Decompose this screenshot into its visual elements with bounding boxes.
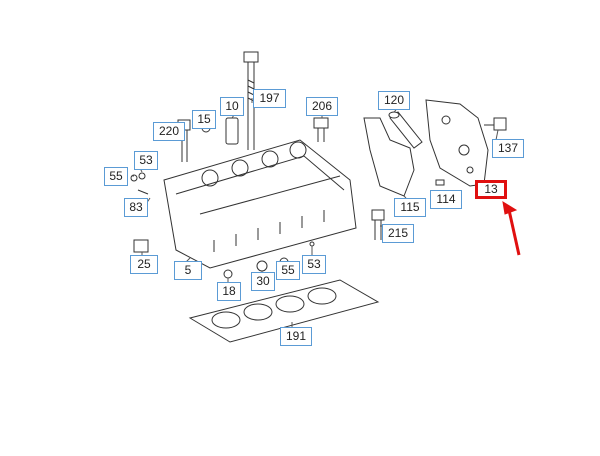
head-gasket-drawing <box>188 279 380 343</box>
callout-55-bottom[interactable]: 55 <box>276 261 300 280</box>
small-seals-drawing <box>130 172 149 195</box>
callout-83[interactable]: 83 <box>124 198 148 217</box>
callout-18[interactable]: 18 <box>217 282 241 301</box>
callout-25[interactable]: 25 <box>130 255 158 274</box>
callout-15[interactable]: 15 <box>192 110 216 129</box>
callout-115[interactable]: 115 <box>394 198 426 217</box>
callout-55-top[interactable]: 55 <box>104 167 128 186</box>
callout-137[interactable]: 137 <box>492 139 524 158</box>
callout-215[interactable]: 215 <box>382 224 414 243</box>
long-bolt-drawing <box>243 51 259 150</box>
callout-53-top[interactable]: 53 <box>134 151 158 170</box>
cylinder-120-drawing <box>388 111 423 149</box>
callout-53-bottom[interactable]: 53 <box>302 255 326 274</box>
callout-220[interactable]: 220 <box>153 122 185 141</box>
callout-114[interactable]: 114 <box>430 190 462 209</box>
callout-197[interactable]: 197 <box>253 89 286 108</box>
callout-5[interactable]: 5 <box>174 261 202 280</box>
bolt-206-drawing <box>313 117 329 142</box>
bolt-215-drawing <box>371 209 385 240</box>
callout-191[interactable]: 191 <box>280 327 312 346</box>
callout-206[interactable]: 206 <box>306 97 338 116</box>
plug-25-drawing <box>133 239 149 253</box>
bolt-137-drawing <box>484 117 507 131</box>
callout-13[interactable]: 13 <box>475 180 507 199</box>
callout-30[interactable]: 30 <box>251 272 275 291</box>
callout-10[interactable]: 10 <box>220 97 244 116</box>
gasket-115-drawing <box>363 117 415 197</box>
pin-114-drawing <box>435 179 445 186</box>
cylinder-head-drawing <box>163 139 357 269</box>
callout-120[interactable]: 120 <box>378 91 410 110</box>
highlight-arrow <box>502 200 521 256</box>
cover-plate-drawing <box>425 99 489 187</box>
